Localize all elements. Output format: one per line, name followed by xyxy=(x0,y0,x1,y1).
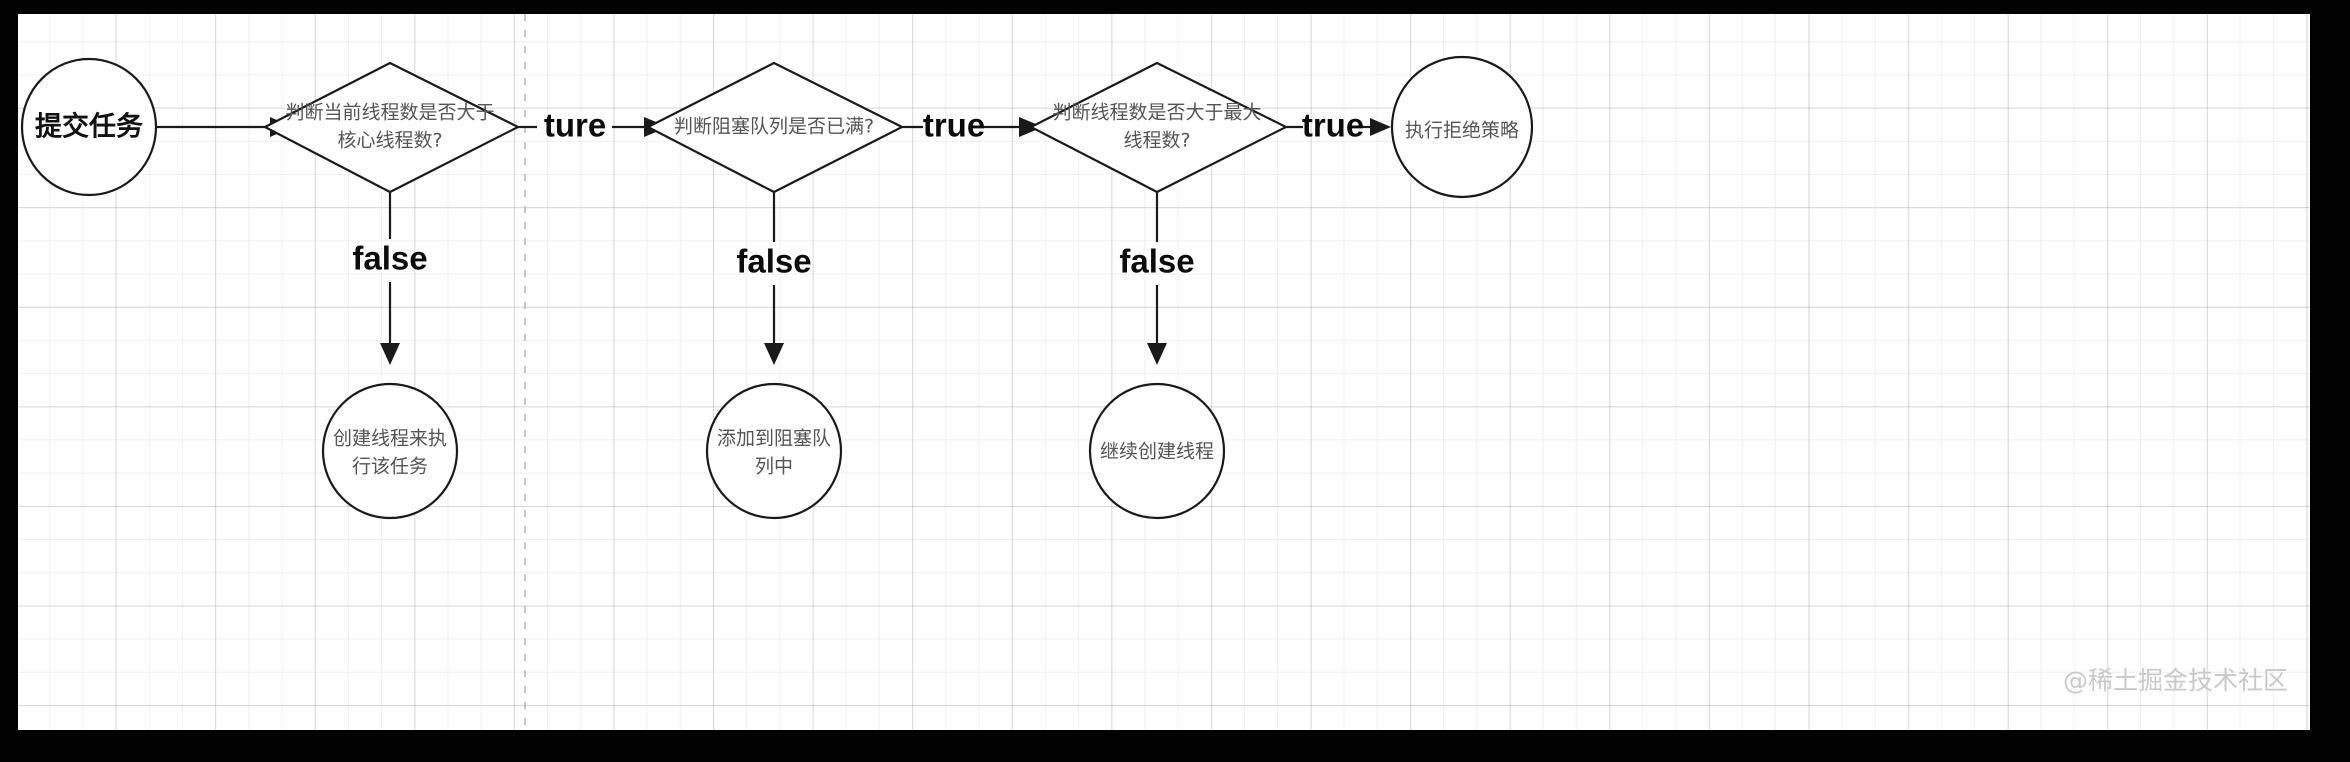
arrow-head-icon xyxy=(1370,118,1391,136)
decision-1-label-line2: 核心线程数? xyxy=(337,130,442,152)
arrow-head-icon xyxy=(380,343,400,365)
edge-d3-true: true xyxy=(1286,107,1391,144)
edge-d2-false: false xyxy=(736,192,812,365)
flowchart-svg: 提交任务 判断当前线程数是否大于 核心线程数? ture xyxy=(20,14,2288,730)
node-start[interactable]: 提交任务 xyxy=(20,57,158,197)
create-thread-circle-shape xyxy=(321,382,459,520)
edge-d3-true-label: true xyxy=(1302,107,1364,144)
arrow-head-icon xyxy=(1147,343,1167,365)
node-enqueue[interactable]: 添加到阻塞队 列中 xyxy=(705,382,843,520)
edge-d2-false-label: false xyxy=(736,243,811,280)
enqueue-circle-shape xyxy=(705,382,843,520)
start-label: 提交任务 xyxy=(35,111,143,143)
decision-3-label-line1: 判断线程数是否大于最大 xyxy=(1052,102,1261,124)
edge-d1-false-label: false xyxy=(352,240,427,277)
decision-3-diamond-shape xyxy=(1028,61,1289,194)
node-decision-2[interactable]: 判断阻塞队列是否已满? xyxy=(645,61,905,194)
edge-d1-true: ture xyxy=(518,107,668,144)
edge-d1-false: false xyxy=(352,192,428,365)
decision-2-label-line1: 判断阻塞队列是否已满? xyxy=(674,116,874,138)
arrow-head-icon xyxy=(764,343,784,365)
create-thread-label-line1: 创建线程来执 xyxy=(333,428,447,450)
reject-policy-label: 执行拒绝策略 xyxy=(1405,120,1519,142)
node-reject-policy[interactable]: 执行拒绝策略 xyxy=(1390,55,1534,199)
node-decision-3[interactable]: 判断线程数是否大于最大 线程数? xyxy=(1028,61,1289,194)
keep-creating-label: 继续创建线程 xyxy=(1100,441,1214,463)
edge-d3-false: false xyxy=(1119,192,1195,365)
edge-d2-true: true xyxy=(902,107,1043,144)
decision-1-diamond-shape xyxy=(262,61,521,194)
node-create-thread[interactable]: 创建线程来执 行该任务 xyxy=(321,382,459,520)
create-thread-label-line2: 行该任务 xyxy=(352,456,428,478)
diagram-canvas[interactable]: 提交任务 判断当前线程数是否大于 核心线程数? ture xyxy=(18,14,2310,730)
watermark-label: @稀土掘金技术社区 xyxy=(2063,666,2288,695)
enqueue-label-line1: 添加到阻塞队 xyxy=(717,428,831,450)
reject-policy-circle-shape xyxy=(1390,55,1534,199)
edge-d3-false-label: false xyxy=(1119,243,1194,280)
enqueue-label-line2: 列中 xyxy=(755,456,793,478)
start-ellipse-shape xyxy=(20,57,158,197)
edge-d2-true-label: true xyxy=(923,107,985,144)
node-decision-1[interactable]: 判断当前线程数是否大于 核心线程数? xyxy=(262,61,521,194)
node-keep-creating[interactable]: 继续创建线程 xyxy=(1088,382,1226,520)
edge-d1-true-label: ture xyxy=(544,107,606,144)
keep-creating-circle-shape xyxy=(1088,382,1226,520)
decision-1-label-line1: 判断当前线程数是否大于 xyxy=(285,102,494,124)
decision-3-label-line2: 线程数? xyxy=(1123,130,1190,152)
